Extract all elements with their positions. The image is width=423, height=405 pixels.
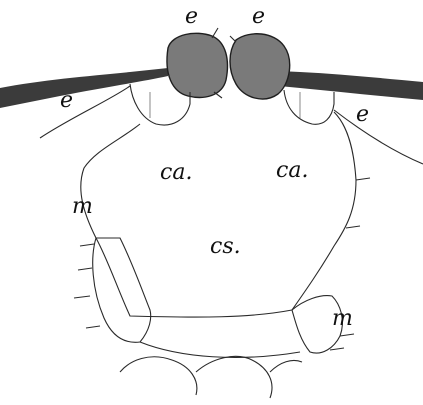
label-epidermis-right: e <box>356 104 369 126</box>
lower-cell-row <box>120 357 197 395</box>
label-cavity-right: ca. <box>276 160 308 182</box>
mesophyll-cell-lower-left <box>93 238 151 342</box>
lower-connector <box>140 342 300 357</box>
label-epidermis-left: e <box>60 90 73 112</box>
guard-cell-right <box>230 34 290 99</box>
substomatal-chamber <box>81 112 356 317</box>
lower-cell-row-3 <box>270 360 302 372</box>
epidermis-cell-right <box>334 110 423 164</box>
lower-cell-row-2 <box>196 356 272 398</box>
label-mesophyll-upper: m <box>72 196 93 218</box>
label-guard-cell-left: e <box>185 6 198 28</box>
epidermis-layer <box>0 68 168 108</box>
cell-wall-ticks-left <box>74 244 100 328</box>
label-mesophyll-lower: m <box>332 308 353 330</box>
label-center: cs. <box>210 236 241 258</box>
guard-cell-spur-top-right <box>230 36 236 42</box>
cavity-cell-right <box>284 90 334 124</box>
label-cavity-left: ca. <box>160 162 192 184</box>
guard-cell-left <box>167 33 227 97</box>
guard-cell-spur-top-left <box>212 28 218 38</box>
label-guard-cell-right: e <box>252 6 265 28</box>
